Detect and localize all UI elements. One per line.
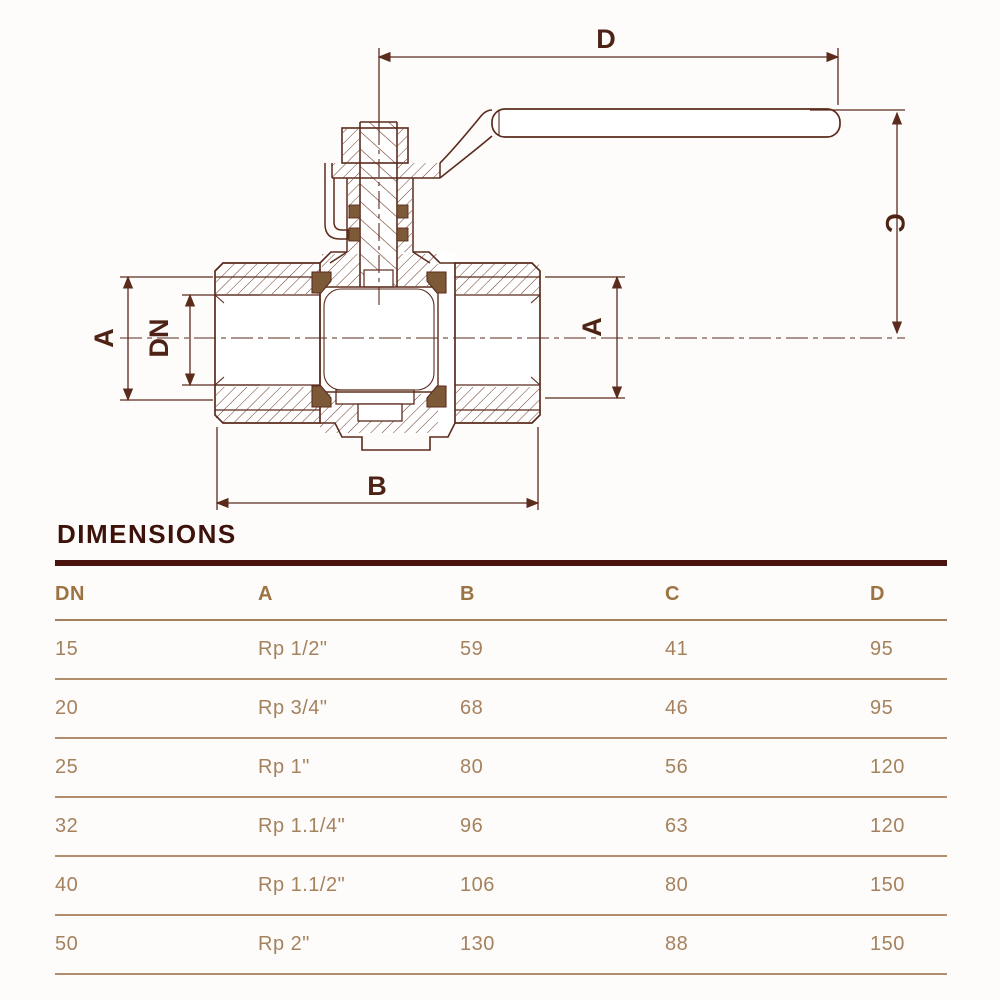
table-row: 25 Rp 1" 80 56 120 [55,739,947,798]
valve-seats [311,271,447,408]
table-cell: 40 [55,874,79,896]
label-b: B [367,471,387,501]
valve-drawing: D C A DN A B [89,24,910,510]
dimension-lines [120,48,905,510]
col-header-b: B [460,583,475,605]
dimensions-table-body: 15 Rp 1/2" 59 41 95 20 Rp 3/4" 68 46 95 25 Rp 1" 80 5… [55,621,947,975]
table-header-row: DN A B C D [55,566,947,621]
table-cell: 68 [460,697,484,719]
table-row: 15 Rp 1/2" 59 41 95 [55,621,947,680]
table-cell: 25 [55,756,79,778]
table-cell: 41 [665,638,689,660]
table-cell: 32 [55,815,79,837]
table-cell: 20 [55,697,79,719]
table-cell: 59 [460,638,484,660]
dim-a-left-ext [120,276,213,401]
dimensions-table: DN A B C D 15 Rp 1/2" 59 41 95 20 Rp 3/4" 68 46 9… [55,566,947,975]
stem-o-rings [348,204,409,242]
table-cell: 63 [665,815,689,837]
label-c: C [880,213,910,233]
col-header-d: D [870,583,885,605]
table-cell: Rp 1.1/4" [258,815,346,837]
table-cell: 96 [460,815,484,837]
table-cell: 80 [665,874,689,896]
col-header-a: A [258,583,273,605]
dim-b-ext [216,427,539,510]
table-cell: 46 [665,697,689,719]
valve-handle [324,108,841,240]
table-cell: 95 [870,638,894,660]
table-cell: 120 [870,756,905,778]
label-a-left: A [89,328,119,348]
table-cell: 106 [460,874,495,896]
table-row: 20 Rp 3/4" 68 46 95 [55,680,947,739]
dimension-labels: D C A DN A B [89,24,910,501]
handle-lock-clip [324,163,349,240]
centerlines [120,127,905,339]
valve-body [214,121,541,451]
table-row: 40 Rp 1.1/2" 106 80 150 [55,857,947,916]
table-cell: 56 [665,756,689,778]
table-row: 32 Rp 1.1/4" 96 63 120 [55,798,947,857]
table-cell: 88 [665,933,689,955]
table-cell: Rp 2" [258,933,310,955]
table-cell: 50 [55,933,79,955]
col-header-dn: DN [55,583,85,605]
table-title: DIMENSIONS [57,519,237,549]
table-cell: Rp 1.1/2" [258,874,346,896]
label-dn: DN [144,319,174,358]
table-cell: Rp 1/2" [258,638,328,660]
table-cell: Rp 3/4" [258,697,328,719]
title-rule [55,560,947,566]
table-cell: 95 [870,697,894,719]
table-cell: Rp 1" [258,756,310,778]
table-cell: 120 [870,815,905,837]
table-row: 50 Rp 2" 130 88 150 [55,916,947,975]
table-cell: 15 [55,638,79,660]
label-a-right: A [577,317,607,337]
table-cell: 150 [870,874,905,896]
table-cell: 130 [460,933,495,955]
table-cell: 150 [870,933,905,955]
col-header-c: C [665,583,680,605]
label-d: D [596,24,616,54]
dim-a-right-ext [545,276,625,399]
table-cell: 80 [460,756,484,778]
